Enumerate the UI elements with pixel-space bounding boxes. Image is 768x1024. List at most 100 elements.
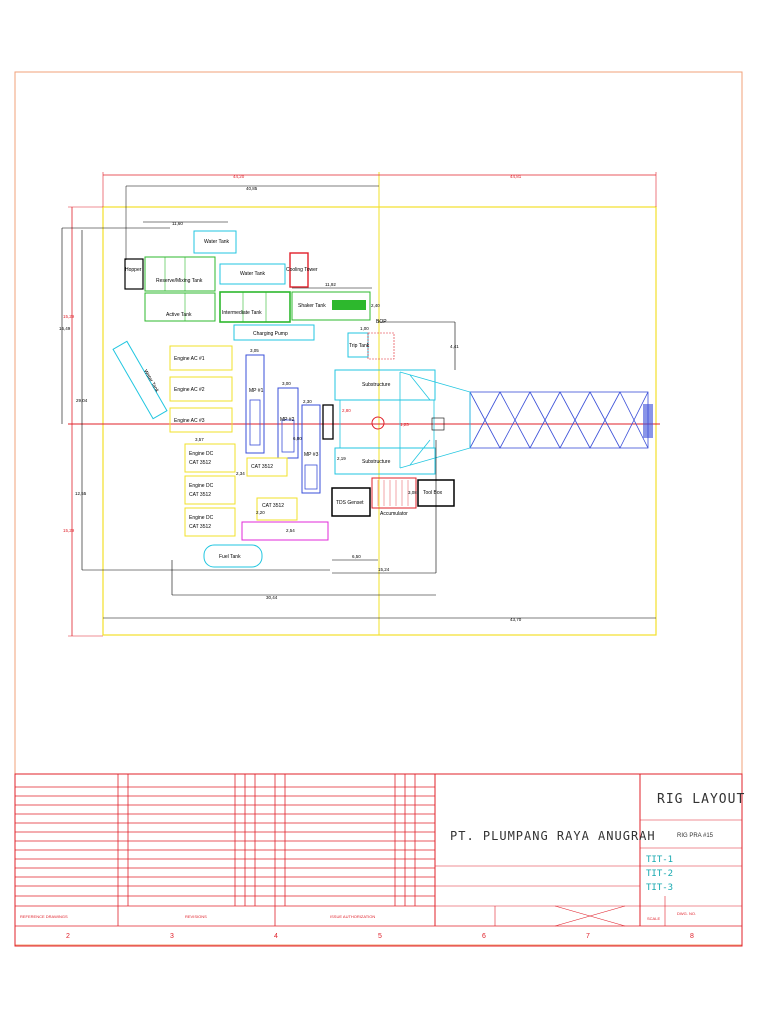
engine-ac-2 xyxy=(169,376,233,402)
dim-3-00: 3,00 xyxy=(282,381,291,386)
water-tank-diagonal-label: Water Tank xyxy=(142,369,160,394)
mast-crown xyxy=(643,404,653,438)
intermediate-tank-label: Intermediate Tank xyxy=(222,310,262,316)
dim-1-23: 1,23 xyxy=(400,422,409,427)
dim-2-20: 2,20 xyxy=(256,510,265,515)
dim-12-55: 12,55 xyxy=(75,491,87,496)
drill-floor xyxy=(339,399,435,449)
engine-dc-2-model: CAT 3512 xyxy=(189,492,211,498)
engine-dc-2-label: Engine DC xyxy=(189,483,214,489)
fuel-tank-label: Fuel Tank xyxy=(219,554,241,560)
engine-dc-2 xyxy=(184,475,236,505)
dim-43-70: 43,70 xyxy=(510,617,522,622)
dim-2-34: 2,34 xyxy=(236,471,245,476)
bottom-dimensions xyxy=(103,440,656,619)
left-dimensions xyxy=(61,206,660,637)
reserve-mixing-tank-label: Reserve/Mixing Tank xyxy=(156,278,203,284)
dim-11-60: 11,60 xyxy=(172,221,183,226)
dim-15-29b: 15,29 xyxy=(63,528,75,533)
tool-box-label: Tool Box xyxy=(423,490,443,496)
reserve-mixing-tank xyxy=(144,256,216,292)
shaker-tank-label: Shaker Tank xyxy=(298,303,326,309)
mud-pump-2 xyxy=(277,387,299,459)
active-tank-label: Active Tank xyxy=(166,312,192,318)
sheet-mark-3: TIT-3 xyxy=(646,883,673,893)
cooling-tower-label: Cooling Tower xyxy=(286,267,318,273)
dim-2-54: 2,54 xyxy=(286,528,295,533)
water-tank-1-label: Water Tank xyxy=(204,239,230,245)
issue-authorization-label: ISSUE AUTHORIZATION xyxy=(330,914,375,919)
drawing-no-label: DWG. NO. xyxy=(677,911,696,916)
dim-3-05: 3,05 xyxy=(250,348,259,353)
engine-dc-1-label: Engine DC xyxy=(189,451,214,457)
hopper xyxy=(124,258,144,290)
mud-pump-1 xyxy=(245,354,265,454)
engine-ac-2-label: Engine AC #2 xyxy=(174,387,205,393)
mast-lattice xyxy=(469,391,649,449)
charging-pump xyxy=(233,324,315,341)
substructure-upper-label: Substructure xyxy=(362,382,391,388)
engine-dc-3-label: Engine DC xyxy=(189,515,214,521)
mud-pump-2-label: MP #2 xyxy=(280,417,295,423)
accumulator-label: Accumulator xyxy=(380,511,408,517)
cat-unit-a-label: CAT 3512 xyxy=(251,464,273,470)
dim-15-29a: 15,29 xyxy=(63,314,75,319)
drawworks xyxy=(322,404,334,440)
revisions-label: REVISIONS xyxy=(185,914,207,919)
engine-dc-3 xyxy=(184,507,236,537)
water-tank-1 xyxy=(193,230,237,254)
hopper-label: Hopper xyxy=(125,267,142,273)
top-dimensions xyxy=(102,172,657,260)
water-tank-2-label: Water Tank xyxy=(240,271,266,277)
dim-3-57: 3,57 xyxy=(195,437,204,442)
sheet-mark-2: TIT-2 xyxy=(646,869,673,879)
engine-ac-3-label: Engine AC #3 xyxy=(174,418,205,424)
rig-name: RIG PRA #15 xyxy=(677,833,714,839)
dim-1-00: 1,00 xyxy=(360,326,369,331)
col-num-6: 6 xyxy=(482,933,486,940)
water-tank-2 xyxy=(219,263,286,285)
cooling-tower xyxy=(289,252,309,288)
col-num-7: 7 xyxy=(586,933,590,940)
trip-tank-label: Trip Tank xyxy=(349,343,370,349)
intermediate-tank xyxy=(219,291,291,323)
sheet-border xyxy=(14,71,743,946)
title-block xyxy=(14,773,743,947)
dim-30-44: 30,44 xyxy=(266,595,278,600)
mud-pump-3 xyxy=(301,404,321,494)
mud-pump-3-label: MP #3 xyxy=(304,452,319,458)
dim-2-30: 2,30 xyxy=(303,399,312,404)
dim-6-50: 6,50 xyxy=(352,554,361,559)
mud-pump-1-label: MP #1 xyxy=(249,388,264,394)
dim-40-85: 40,85 xyxy=(246,186,258,191)
rotary-table xyxy=(371,416,385,430)
dim-16-49: 16,49 xyxy=(59,326,71,331)
col-num-2: 2 xyxy=(66,933,70,940)
dim-15-24: 15,24 xyxy=(378,567,390,572)
dim-44-20: 44,20 xyxy=(233,174,245,179)
dim-2-19: 2,19 xyxy=(337,456,346,461)
scale-label: SCALE xyxy=(647,916,660,921)
cat-unit-b-label: CAT 3512 xyxy=(262,503,284,509)
drawing-title: RIG LAYOUT xyxy=(657,792,745,807)
bop-box xyxy=(367,332,395,360)
dim-2-40: 2,40 xyxy=(371,303,380,308)
tds-genset-label: TDS Genset xyxy=(336,500,364,506)
active-tank xyxy=(144,292,216,322)
pipe-rack-magenta xyxy=(241,521,329,541)
fuel-tank xyxy=(203,544,263,568)
reference-drawings-label: REFERENCE DRAWINGS xyxy=(20,914,68,919)
dim-11-92: 11,92 xyxy=(325,282,336,287)
dim-3-08: 3,08 xyxy=(408,490,417,495)
shaker-tank xyxy=(291,291,371,321)
cat-unit-a xyxy=(246,457,288,477)
col-num-8: 8 xyxy=(690,933,694,940)
water-tank-diagonal xyxy=(112,340,168,420)
sheet-mark-1: TIT-1 xyxy=(646,855,673,865)
charging-pump-label: Charging Pump xyxy=(253,331,288,337)
revision-rows xyxy=(15,774,435,926)
dim-4-41: 4,41 xyxy=(450,344,459,349)
engine-ac-3 xyxy=(169,407,233,433)
tds-genset xyxy=(331,487,371,517)
dim-29-04: 29,04 xyxy=(76,398,88,403)
